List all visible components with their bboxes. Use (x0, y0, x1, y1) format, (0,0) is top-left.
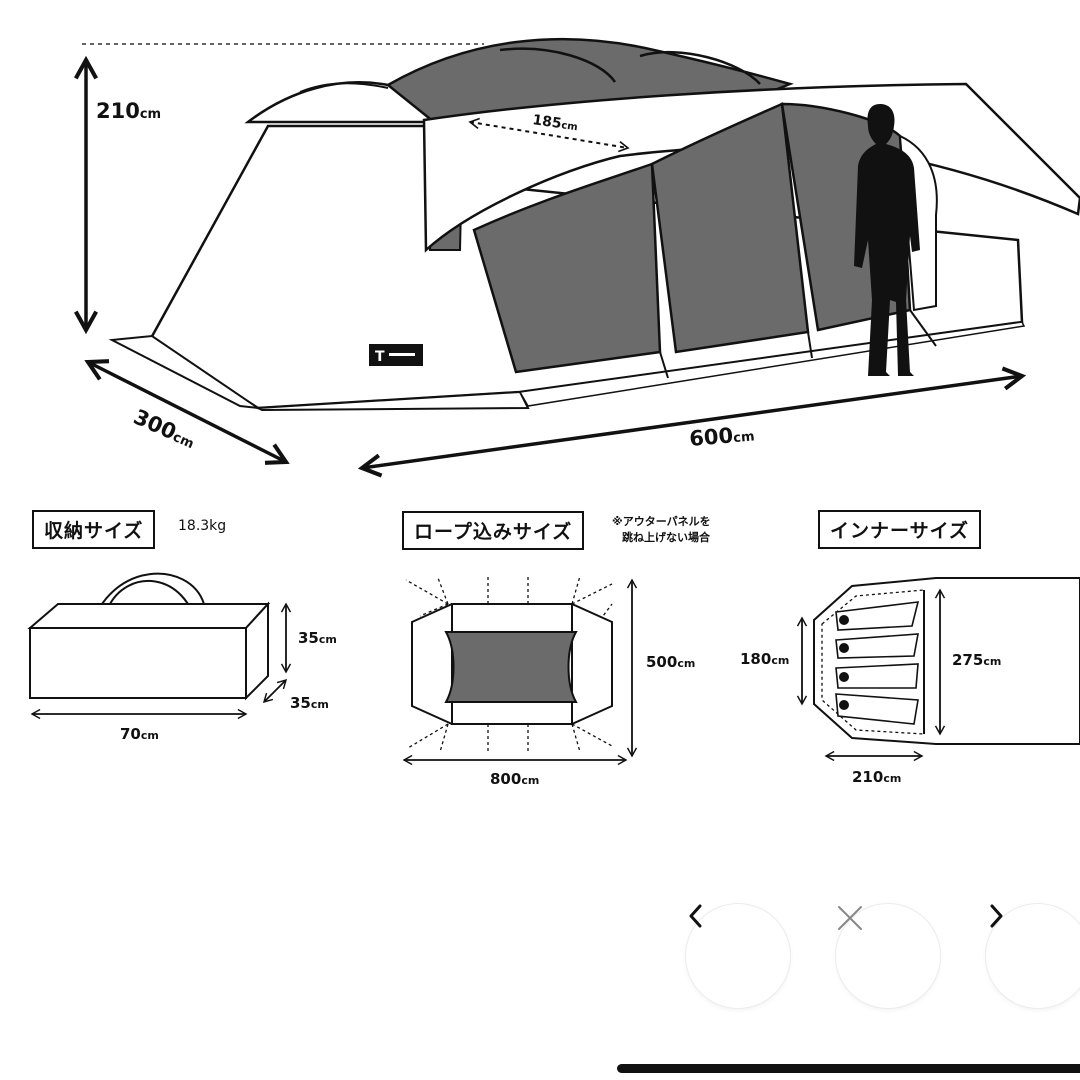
span-arrow (468, 117, 630, 153)
rope-size-title: ロープ込みサイズ (402, 511, 585, 550)
tent-illustration: T 210cm 300cm 600cm 185cm (82, 37, 1080, 468)
span-dimension-label: 185cm (531, 112, 578, 134)
next-image-button[interactable] (986, 904, 1080, 1008)
inner-right-label: 275cm (952, 651, 1001, 669)
close-icon (838, 906, 862, 930)
inner-size-title: インナーサイズ (818, 510, 982, 549)
storage-weight: 18.3kg (178, 518, 227, 534)
storage-size-title: 収納サイズ (32, 510, 156, 549)
home-indicator (617, 1064, 1080, 1073)
rope-note-line1: ※アウターパネルを (612, 515, 711, 528)
inner-tent-diagram: 180cm 275cm 210cm (740, 577, 1080, 786)
inner-bottom-label: 210cm (852, 768, 901, 786)
rope-depth-label: 500cm (646, 653, 695, 671)
prev-image-button[interactable] (686, 904, 790, 1008)
sleeping-bags (835, 601, 920, 725)
storage-bag-body (29, 627, 247, 699)
storage-height-label: 35cm (298, 629, 337, 647)
rope-footprint-diagram: 500cm 800cm (402, 575, 695, 788)
chevron-left-icon (689, 904, 702, 928)
length-dimension-label: 600cm (688, 421, 755, 451)
inner-left-label: 180cm (740, 650, 789, 668)
rope-width-label: 800cm (490, 770, 539, 788)
chevron-right-icon (990, 904, 1003, 928)
brand-logo: T (369, 344, 423, 366)
length-arrow (362, 376, 1022, 468)
mesh-window-2 (650, 102, 810, 354)
storage-depth-label: 35cm (290, 694, 329, 712)
svg-text:T: T (375, 349, 385, 365)
rope-note-line2: 跳ね上げない場合 (622, 531, 710, 544)
storage-bag-diagram: 35cm 35cm 70cm (27, 572, 337, 743)
person-silhouette (854, 104, 920, 376)
storage-width-label: 70cm (120, 725, 159, 743)
depth-arrow (88, 362, 286, 462)
height-dimension-label: 210cm (96, 99, 161, 123)
close-viewer-button[interactable] (836, 904, 940, 1008)
rope-inner-mesh (444, 631, 578, 703)
